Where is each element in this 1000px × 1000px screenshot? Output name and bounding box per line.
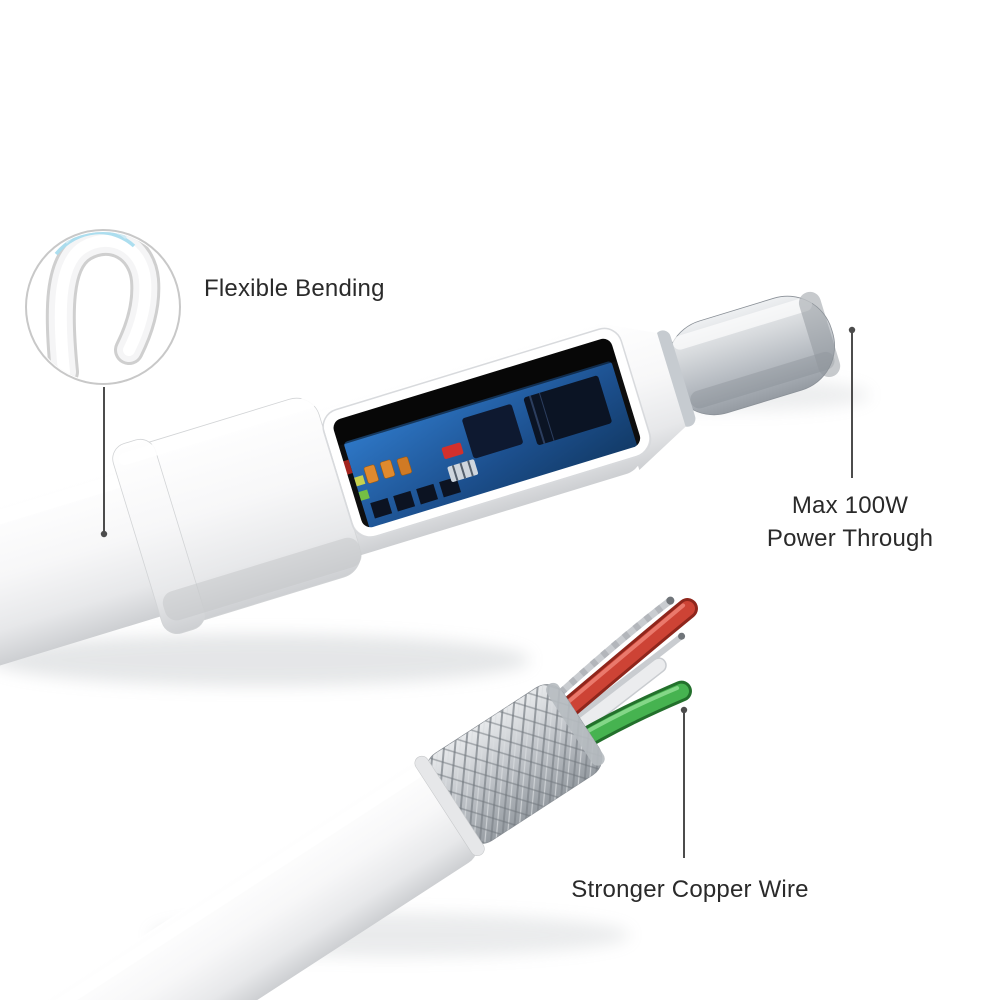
leader-dot (848, 326, 856, 334)
connector-base-ring (654, 330, 696, 427)
cable-shadow (0, 634, 530, 686)
jacket-cut-edge (414, 755, 485, 857)
connector-tip-shade (798, 291, 841, 377)
pcb-components (340, 375, 612, 519)
max-power-label: Max 100W Power Through (750, 489, 950, 555)
leader-dot (100, 530, 108, 538)
flexible-bend-inset (25, 229, 181, 385)
connector-shade (690, 351, 835, 409)
cutaway-rim (324, 329, 650, 537)
bend-arc-icon (54, 232, 136, 256)
main-cable-group (0, 291, 841, 671)
cutaway-inner-shadow (328, 333, 620, 447)
copper-wire-label: Stronger Copper Wire (571, 876, 809, 903)
bottom-cable-jacket (26, 755, 485, 1000)
max-power-line1: Max 100W (791, 492, 909, 519)
connector-highlight (672, 297, 813, 350)
strain-relief-collar (112, 396, 362, 634)
bottom-cable-group (26, 596, 698, 1000)
leader-dot (680, 706, 688, 714)
braided-shield (426, 682, 605, 844)
max-power-line2: Power Through (766, 525, 934, 552)
circuit-board-cutaway (322, 327, 652, 539)
flexible-bending-label: Flexible Bending (204, 275, 385, 302)
usb-c-connector (654, 291, 841, 427)
leader-lines (103, 330, 853, 858)
